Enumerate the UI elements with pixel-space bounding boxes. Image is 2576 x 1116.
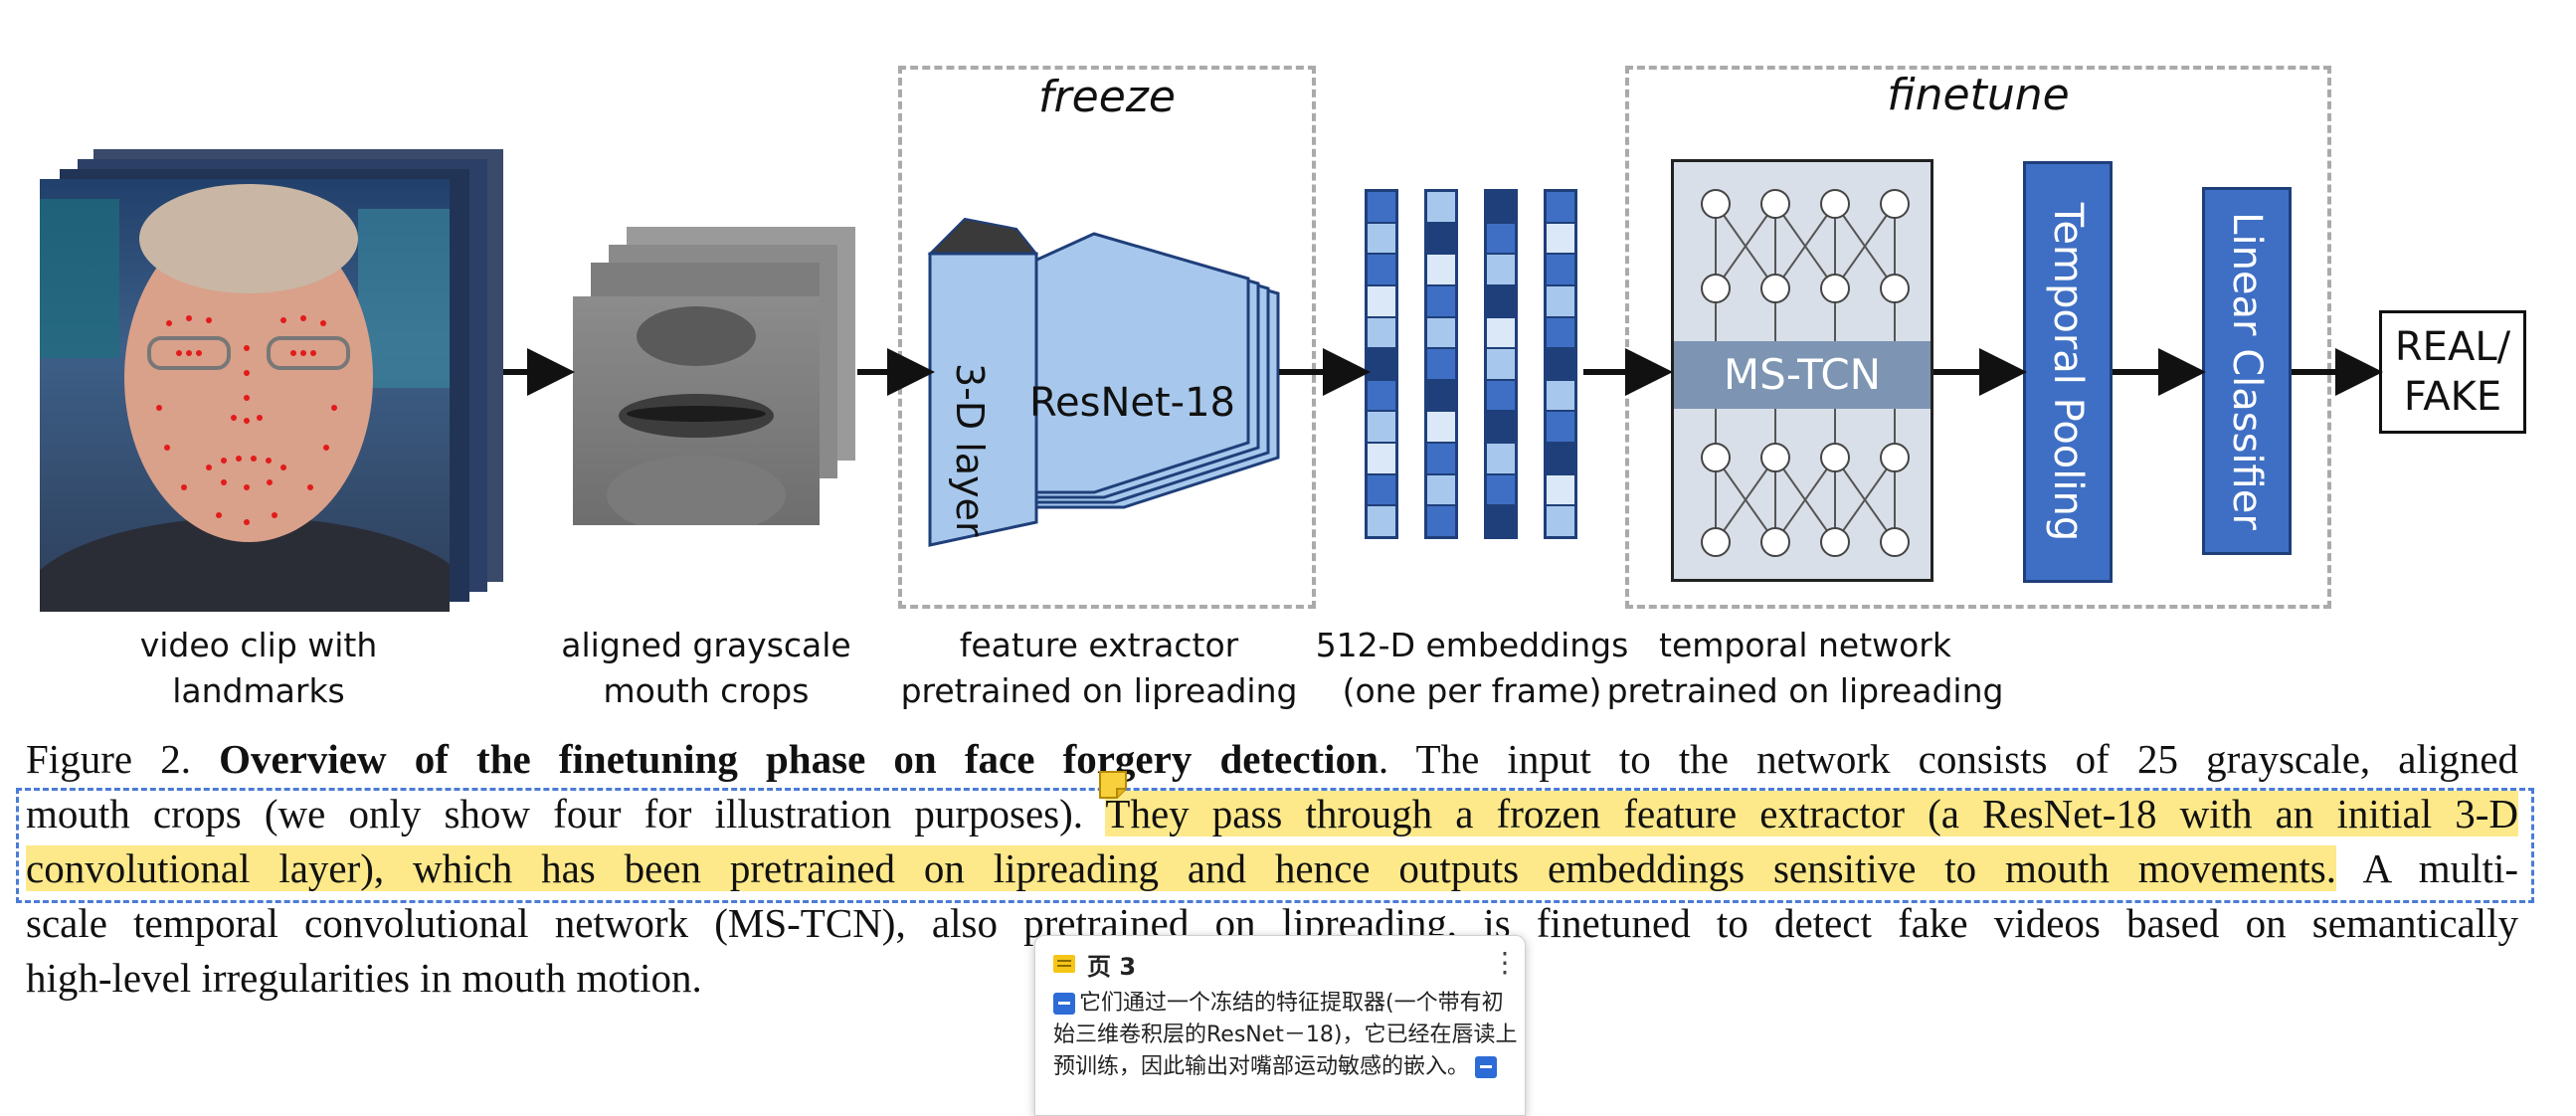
embedding-vector-3: [1484, 189, 1518, 539]
popup-page-label: 页 3: [1087, 952, 1137, 981]
embedding-cell: [1368, 255, 1395, 286]
popup-header: 页 3: [1051, 944, 1136, 984]
video-frame-front: [40, 179, 450, 612]
embedding-cell: [1547, 255, 1574, 286]
figure-caption: Figure 2. Overview of the finetuning pha…: [26, 732, 2518, 1006]
caption-line-3: convolutional layer), which has been pre…: [26, 841, 2518, 896]
embedding-cell: [1427, 285, 1455, 318]
embedding-cell: [1487, 223, 1515, 256]
embedding-vector-1: [1365, 189, 1398, 539]
embedding-cell: [1368, 285, 1395, 318]
embedding-cell: [1368, 349, 1395, 381]
label-mouth-crops: aligned grayscale mouth crops: [561, 626, 851, 710]
linear-classifier-block: Linear Classifier: [2202, 187, 2292, 555]
label-video-clip: video clip with landmarks: [139, 626, 378, 710]
note-icon: [1051, 953, 1077, 975]
output-label: REAL/ FAKE: [2394, 324, 2511, 420]
finetune-group-box: [1625, 66, 2331, 609]
embedding-cell: [1368, 317, 1395, 350]
caption-line-5: high-level irregularities in mouth motio…: [26, 955, 702, 1001]
freeze-label: freeze: [1038, 72, 1176, 122]
embedding-cell: [1487, 285, 1515, 318]
embedding-cell: [1427, 349, 1455, 381]
embedding-cell: [1487, 349, 1515, 381]
embedding-cell: [1547, 317, 1574, 350]
embedding-cell: [1547, 506, 1574, 537]
embedding-cell: [1427, 192, 1455, 224]
embedding-cell: [1427, 317, 1455, 350]
embedding-cell: [1368, 506, 1395, 537]
embedding-vector-4: [1544, 189, 1577, 539]
caption-highlighted-text-1[interactable]: They pass through a frozen feature extra…: [1105, 791, 2518, 837]
embedding-cell: [1547, 285, 1574, 318]
embedding-cell: [1487, 506, 1515, 537]
caption-label: Figure 2.: [26, 736, 191, 782]
caption-line2-text: mouth crops (we only show four for illus…: [26, 791, 1106, 837]
mstcn-band: [1674, 341, 1931, 409]
annotation-popup[interactable]: 页 3 ⋮ 它们通过一个冻结的特征提取器(一个带有初始三维卷积层的ResNet－…: [1034, 935, 1526, 1116]
embedding-cell: [1487, 255, 1515, 286]
embedding-cell: [1547, 444, 1574, 475]
embedding-vector-2: [1424, 189, 1458, 539]
label-temporal-network: temporal network pretrained on lipreadin…: [1606, 626, 2004, 710]
caption-title: Overview of the finetuning phase on face…: [219, 736, 1379, 782]
embedding-cell: [1547, 349, 1574, 381]
resnet-label: ResNet-18: [1029, 380, 1235, 426]
embedding-cell: [1547, 223, 1574, 256]
embedding-cell: [1427, 412, 1455, 445]
mouth-crop-front: [573, 296, 820, 525]
note-marker-icon[interactable]: [1097, 769, 1129, 801]
tcn-nodes: [1701, 189, 1910, 557]
caption-line3-text: A multi-: [2335, 845, 2518, 891]
label-feature-extractor: feature extractor pretrained on lipreadi…: [900, 626, 1298, 710]
embedding-cell: [1487, 444, 1515, 475]
embedding-cell: [1427, 444, 1455, 475]
flow-arrows: [503, 348, 2383, 396]
tcn-panel: MS-TCN: [1671, 159, 1933, 582]
translate-icon: [1053, 993, 1075, 1015]
embedding-cell: [1427, 380, 1455, 413]
embedding-cell: [1547, 412, 1574, 445]
feature-extractor-diagram: [927, 217, 1280, 547]
embedding-cell: [1487, 380, 1515, 413]
freeze-group-box: [898, 66, 1316, 609]
temporal-pooling-block: Temporal Pooling: [2023, 161, 2113, 583]
translate-end-icon: [1475, 1056, 1498, 1078]
embedding-cell: [1547, 380, 1574, 413]
embedding-cell: [1368, 380, 1395, 413]
embedding-cell: [1427, 223, 1455, 256]
caption-highlighted-text-2[interactable]: convolutional layer), which has been pre…: [26, 845, 2336, 891]
caption-line1-text: . The input to the network consists of 2…: [1378, 736, 2518, 782]
label-embeddings: 512-D embeddings (one per frame): [1315, 626, 1629, 710]
embedding-cell: [1427, 506, 1455, 537]
mstcn-label: MS-TCN: [1723, 350, 1882, 399]
embedding-cell: [1368, 223, 1395, 256]
embedding-cell: [1368, 412, 1395, 445]
embedding-cell: [1368, 192, 1395, 224]
embedding-cell: [1547, 474, 1574, 507]
embedding-cell: [1368, 474, 1395, 507]
selection-highlight-box[interactable]: [16, 788, 2534, 903]
embedding-cell: [1487, 317, 1515, 350]
caption-line-1: Figure 2. Overview of the finetuning pha…: [26, 732, 2518, 787]
embedding-cell: [1487, 412, 1515, 445]
embedding-cell: [1487, 192, 1515, 224]
embedding-cell: [1547, 192, 1574, 224]
embedding-cell: [1368, 444, 1395, 475]
popup-translation: 它们通过一个冻结的特征提取器(一个带有初始三维卷积层的ResNet－18)，它已…: [1053, 988, 1521, 1083]
embedding-cell: [1427, 474, 1455, 507]
caption-line-2: mouth crops (we only show four for illus…: [26, 787, 2518, 841]
finetune-label: finetune: [1887, 70, 2070, 120]
face-image: [40, 184, 450, 612]
more-options-icon[interactable]: ⋮: [1491, 946, 1519, 979]
embedding-cell: [1427, 255, 1455, 286]
popup-translation-text: 它们通过一个冻结的特征提取器(一个带有初始三维卷积层的ResNet－18)，它已…: [1053, 991, 1518, 1079]
embedding-cell: [1487, 474, 1515, 507]
